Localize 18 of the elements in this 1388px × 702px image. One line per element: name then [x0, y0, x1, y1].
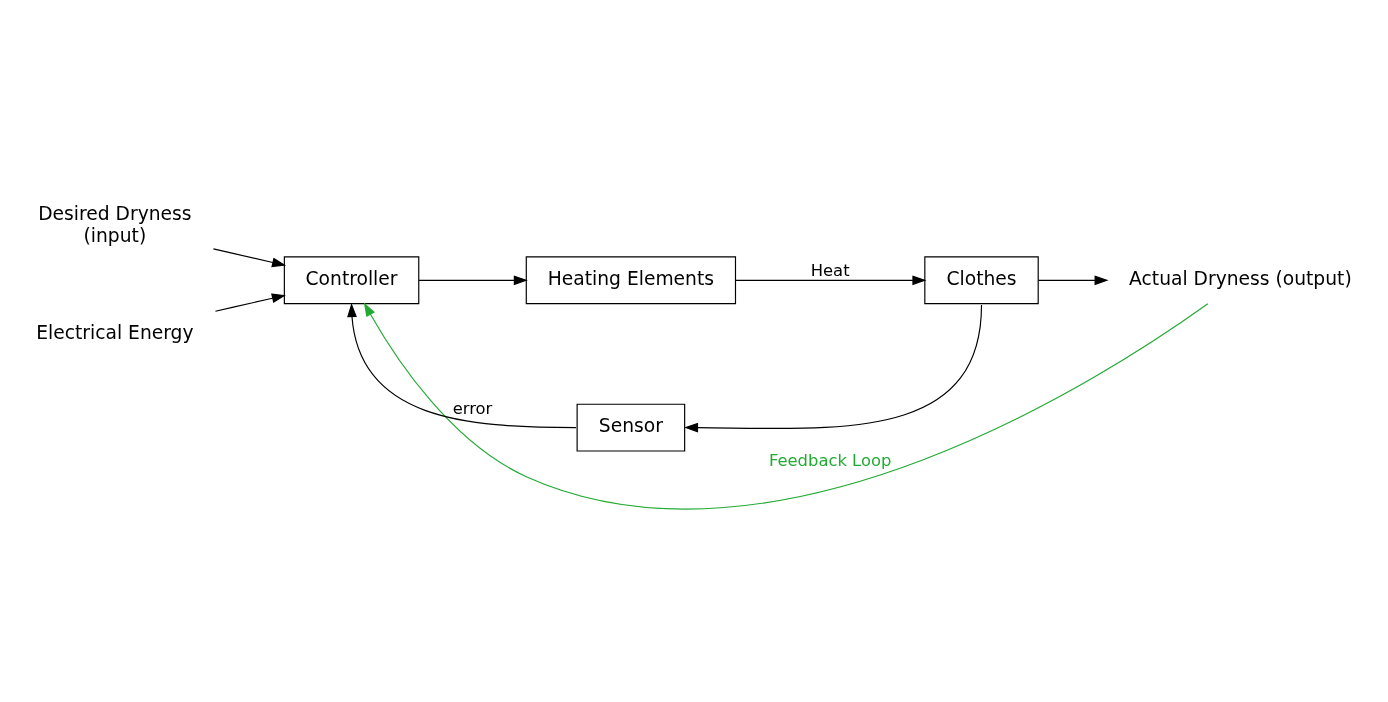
node-box: Heating Elements — [525, 256, 737, 305]
node-text: Desired Dryness (input) — [38, 203, 192, 246]
edge-label: Feedback Loop — [768, 451, 892, 471]
node-box: Controller — [283, 256, 420, 305]
edge-label: Heat — [810, 260, 850, 280]
node-box: Sensor — [576, 403, 686, 452]
arrow — [212, 248, 287, 268]
arrow — [363, 302, 1209, 509]
edge-label: error — [452, 398, 493, 418]
arrow — [214, 293, 286, 312]
arrow — [684, 304, 983, 433]
node-text: Electrical Energy — [36, 321, 194, 343]
arrow — [347, 303, 577, 429]
arrow — [1037, 275, 1109, 286]
arrow — [418, 275, 528, 286]
node-box: Clothes — [924, 256, 1039, 305]
arrow — [735, 275, 927, 286]
node-text: Actual Dryness (output) — [1129, 267, 1352, 289]
